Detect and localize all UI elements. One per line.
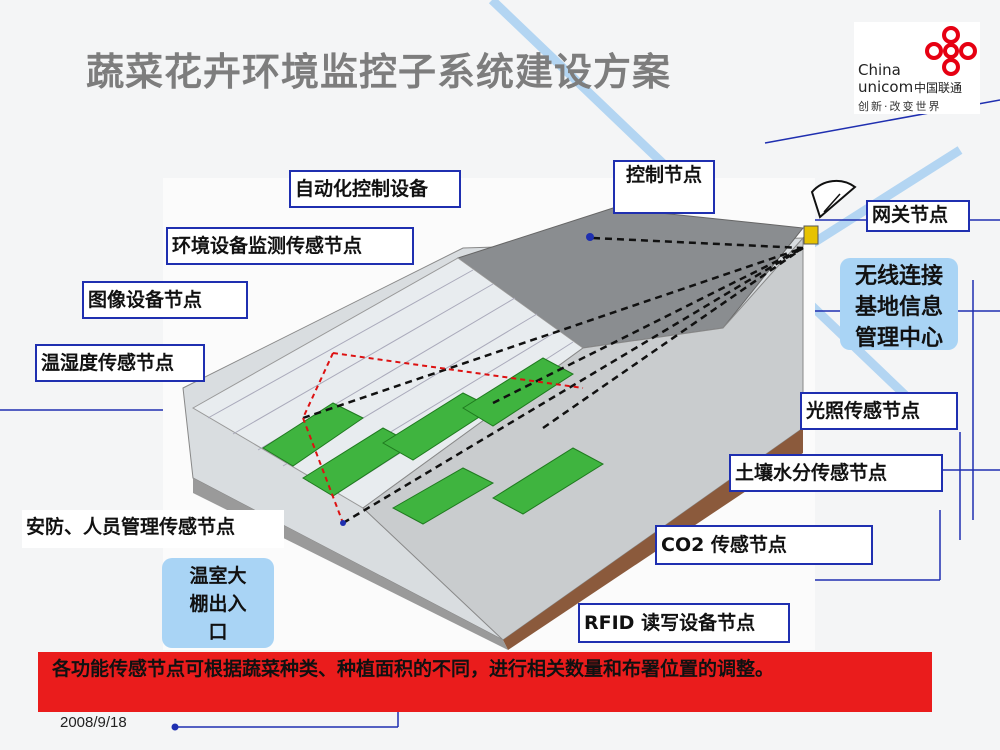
note-banner: 各功能传感节点可根据蔬菜种类、种植面积的不同，进行相关数量和布署位置的调整。 [38,652,932,712]
label-gateway-node: 网关节点 [866,200,970,232]
greenhouse-drawing [182,207,804,650]
label-automation-equipment: 自动化控制设备 [289,170,461,208]
wireless-info-center: 无线连接基地信息管理中心 [840,258,958,351]
logo-english-text: China unicom [858,61,914,96]
china-unicom-logo: China unicom 中国联通 创新·改变世界 [854,22,980,114]
label-temp-humidity-node: 温湿度传感节点 [35,344,205,382]
slide-date: 2008/9/18 [60,714,127,731]
label-env-monitor-node: 环境设备监测传感节点 [166,227,414,265]
label-co2-node: CO2 传感节点 [655,525,873,565]
logo-chinese-text: 中国联通 [914,81,963,95]
label-light-node: 光照传感节点 [800,392,958,430]
label-security-node: 安防、人员管理传感节点 [22,510,284,548]
greenhouse-illustration [163,178,815,650]
logo-slogan: 创新·改变世界 [858,100,942,113]
label-control-node: 控制节点 [613,160,715,214]
gateway-antenna-icon [803,179,857,245]
knot-logo-icon [925,26,977,76]
label-rfid-node: RFID 读写设备节点 [578,603,790,643]
greenhouse-entrance: 温室大棚出入口 [162,558,274,648]
page-title: 蔬菜花卉环境监控子系统建设方案 [86,50,672,94]
label-image-node: 图像设备节点 [82,281,248,319]
label-soil-moisture-node: 土壤水分传感节点 [729,454,943,492]
